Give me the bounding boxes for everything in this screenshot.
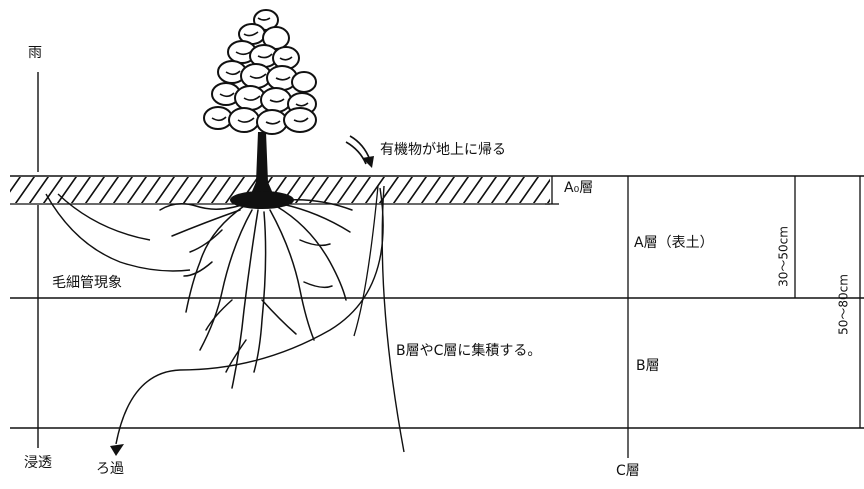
tree-canopy-texture [211,17,309,125]
tree-root-crown [230,191,294,209]
tree-canopy [203,9,317,135]
filtration-arrowhead [110,444,124,456]
tree-trunk [250,132,274,196]
tree-roots [159,198,353,389]
a0-layer-label: A₀層 [564,180,594,196]
depth-ab-label: 50～80cm [836,274,851,335]
infiltration-label: 浸透 [24,455,52,471]
accumulation-line-left [353,185,379,337]
organic-return-arrow [349,135,371,161]
capillary-curves [45,193,191,272]
depth-a-label: 30～50cm [776,226,791,287]
filtration-curve [115,187,384,445]
rain-label: 雨 [28,45,42,61]
c-layer-label: C層 [616,463,640,479]
organic-return-arrowhead [362,156,374,168]
filtration-label: ろ過 [96,461,124,477]
accumulation-line [381,185,405,453]
accumulate-label: B層やC層に集積する。 [396,343,542,359]
a-layer-label: A層（表土） [634,235,714,251]
organic-return-arrow-2 [345,141,367,165]
capillary-label: 毛細管現象 [52,275,122,291]
b-layer-label: B層 [636,358,660,374]
organic-return-label: 有機物が地上に帰る [380,142,506,158]
